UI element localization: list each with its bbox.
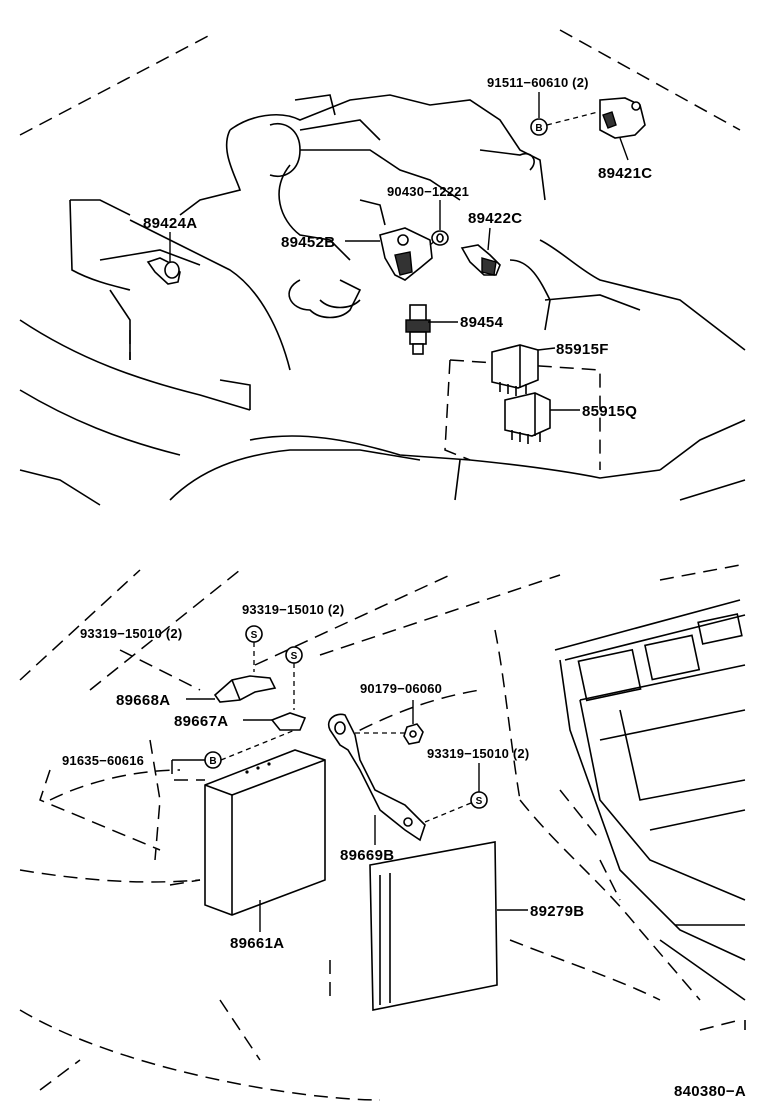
label-89424A: 89424A [143, 215, 197, 232]
label-89669B: 89669B [340, 847, 394, 864]
bracket-89667A [270, 712, 307, 731]
drawing-code: 840380−A [674, 1083, 746, 1100]
label-89279B: 89279B [530, 903, 584, 920]
bracket-89669B [327, 713, 426, 842]
label-91511-60610: 91511−60610 (2) [487, 75, 589, 90]
bolt-symbol: B [535, 123, 542, 134]
label-90430-12221: 90430−12221 [387, 184, 469, 199]
part-89422C [460, 244, 501, 276]
label-91635-60616: 91635−60616 [62, 753, 144, 768]
bolt-91635: B [204, 751, 222, 769]
screw-symbol: S [251, 630, 258, 641]
label-89454: 89454 [460, 314, 504, 331]
gasket-90430 [431, 230, 449, 246]
part-89424A [146, 257, 181, 285]
label-93319-15010-a: 93319−15010 (2) [242, 602, 344, 617]
label-93319-15010-b: 93319−15010 (2) [80, 626, 182, 641]
label-93319-15010-c: 93319−15010 (2) [427, 746, 529, 761]
ecu-89279B [369, 841, 498, 1011]
bolt-symbol: B [209, 756, 216, 767]
screw-93319-b: S [285, 646, 303, 664]
screw-93319-c: S [470, 791, 488, 809]
label-90179-06060: 90179−06060 [360, 681, 442, 696]
part-89452B [379, 227, 433, 281]
part-89421C [599, 97, 646, 139]
relay-85915F [491, 344, 539, 396]
screw-symbol: S [476, 796, 483, 807]
bracket-89668A [213, 675, 277, 703]
label-89661A: 89661A [230, 935, 284, 952]
nut-90179 [403, 723, 424, 745]
label-89421C: 89421C [598, 165, 652, 182]
ecu-89661A [204, 749, 326, 916]
label-85915F: 85915F [556, 341, 609, 358]
bolt-91511: B [530, 118, 548, 136]
label-89668A: 89668A [116, 692, 170, 709]
screw-symbol: S [291, 651, 298, 662]
interior-outline [19, 564, 746, 1101]
label-89452B: 89452B [281, 234, 335, 251]
engine-bay-outline [19, 29, 746, 506]
relay-85915Q [504, 392, 551, 444]
label-85915Q: 85915Q [582, 403, 637, 420]
label-89422C: 89422C [468, 210, 522, 227]
label-89667A: 89667A [174, 713, 228, 730]
part-89454 [405, 304, 431, 355]
screw-93319-a: S [245, 625, 263, 643]
